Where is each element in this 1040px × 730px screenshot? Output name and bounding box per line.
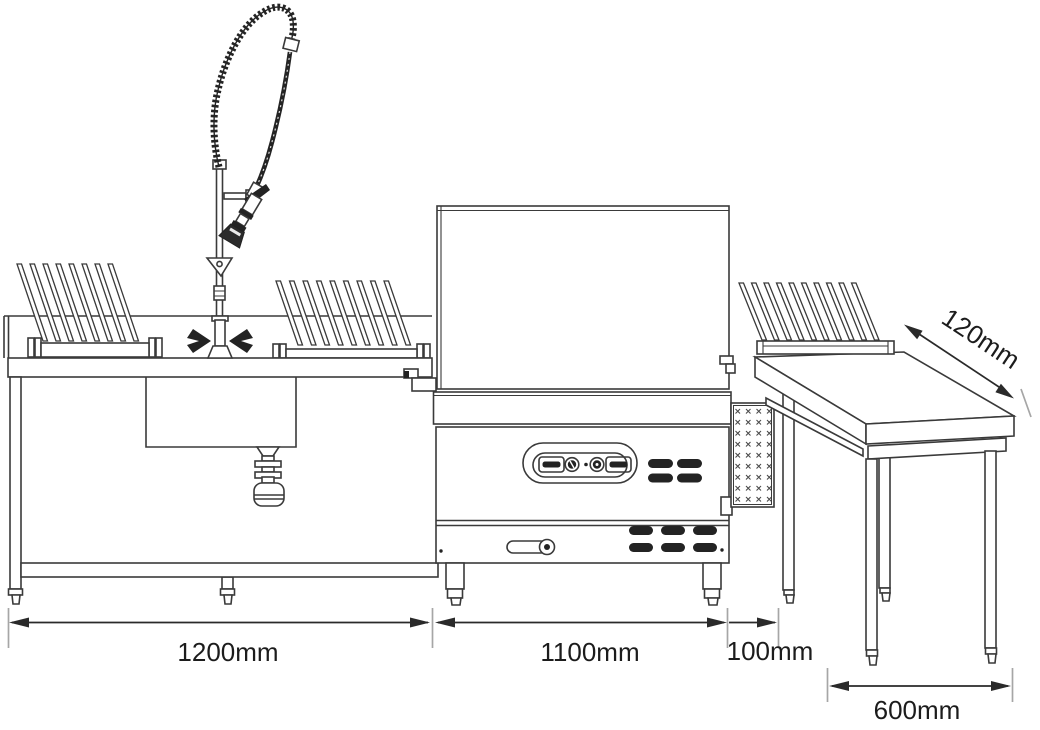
coiled-hose: [213, 6, 295, 168]
faucet: [187, 315, 253, 359]
hood-lower-rail: [432, 391, 732, 425]
screw-dot-right: [720, 548, 724, 552]
display-right: [605, 456, 632, 473]
screw-dot-left: [439, 549, 443, 553]
machine-legs: [445, 562, 722, 606]
dish-rack-right: [272, 280, 431, 359]
front-apron: [867, 437, 1007, 460]
control-panel: [522, 442, 638, 484]
door-handle: [506, 538, 556, 556]
outfeed-table: [738, 282, 1017, 666]
dish-rack-outfeed: [738, 282, 895, 355]
undershelf-rail: [20, 562, 439, 578]
dish-rack-left: [16, 263, 163, 358]
side-panel-hatch: [730, 402, 775, 508]
sink-table-legs: [7, 376, 439, 605]
dim-label-outfeed-depth: 120mm: [937, 302, 1026, 375]
indicator-dot: [584, 462, 588, 467]
dishwasher-base: [435, 426, 730, 564]
dim-label-gap: 100mm: [727, 636, 814, 666]
side-apron: [765, 396, 864, 458]
sink-tabletop: [7, 357, 433, 378]
dim-label-sink-table: 1200mm: [177, 637, 278, 667]
display-left: [538, 456, 565, 473]
dim-label-outfeed-width: 600mm: [874, 695, 961, 725]
dimension-1200: 1200mm: [9, 617, 430, 667]
dishwasher-machine: [403, 205, 775, 606]
dim-label-machine: 1100mm: [540, 637, 639, 667]
sink-table: [3, 263, 439, 605]
vent-grille-upper: [648, 459, 702, 483]
knob-left: [564, 456, 580, 473]
dimension-600: 600mm: [829, 681, 1011, 725]
sink-bowl: [145, 377, 297, 448]
vent-grille-lower: [629, 526, 717, 552]
pre-rinse-spray-unit: [187, 3, 301, 359]
hose-lower: [253, 51, 293, 189]
spray-gun-head: [218, 192, 263, 249]
drain-trap: [253, 446, 285, 507]
infeed-bracket: [403, 368, 437, 392]
dimension-100: 100mm: [727, 617, 814, 666]
dimension-1100: 1100mm: [435, 617, 727, 667]
dishwasher-hood: [436, 205, 730, 390]
knob-right: [589, 456, 605, 473]
